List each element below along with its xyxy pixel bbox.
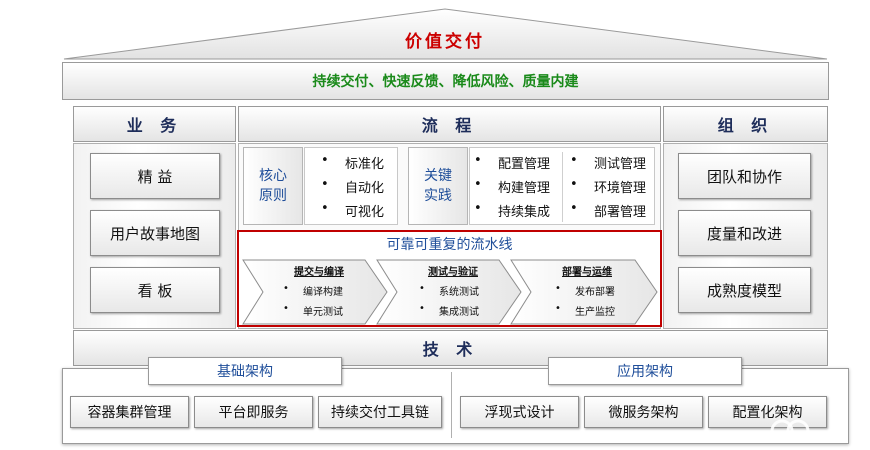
infrastructure-tab: 基础架构 bbox=[148, 357, 342, 385]
stage-title: 提交与编译 bbox=[294, 266, 344, 278]
stage-item: 发布部署 bbox=[555, 283, 615, 298]
banner-text: 持续交付、快速反馈、降低风险、质量内建 bbox=[312, 74, 579, 90]
process-header: 流 程 bbox=[238, 106, 661, 142]
practice-divider bbox=[562, 152, 563, 222]
watermark-logo bbox=[770, 419, 810, 443]
infra-item: 持续交付工具链 bbox=[318, 396, 442, 428]
stage-item: 单元测试 bbox=[283, 303, 343, 318]
foundation-divider bbox=[451, 372, 452, 438]
pipeline-title: 可靠可重复的流水线 bbox=[386, 237, 513, 253]
infra-item: 平台即服务 bbox=[194, 396, 313, 428]
stage-item: 编译构建 bbox=[283, 283, 343, 298]
principle-item: 标准化 bbox=[321, 153, 384, 172]
key-practices-label: 关键 实践 bbox=[408, 147, 468, 225]
stage-item: 集成测试 bbox=[419, 303, 479, 318]
stage-title: 测试与验证 bbox=[428, 266, 478, 278]
stage-title: 部署与运维 bbox=[562, 266, 612, 278]
app-item: 微服务架构 bbox=[584, 396, 703, 428]
key-practices-list: 配置管理 构建管理 持续集成 测试管理 环境管理 部署管理 bbox=[469, 147, 655, 225]
value-banner: 持续交付、快速反馈、降低风险、质量内建 bbox=[62, 62, 829, 100]
org-item-team: 团队和协作 bbox=[678, 153, 811, 199]
app-item: 配置化架构 bbox=[708, 396, 827, 428]
org-item-measure: 度量和改进 bbox=[678, 210, 811, 256]
org-item-maturity: 成熟度模型 bbox=[678, 267, 811, 313]
business-item-story-map: 用户故事地图 bbox=[90, 210, 220, 256]
infra-item: 容器集群管理 bbox=[70, 396, 189, 428]
pipeline-box: 可靠可重复的流水线 提交与编译 编译构建 单元测试 测试与验证 系统测试 集成测… bbox=[237, 230, 662, 327]
organization-header: 组 织 bbox=[663, 106, 828, 142]
business-header: 业 务 bbox=[73, 106, 236, 142]
roof: 价值交付 bbox=[62, 8, 829, 60]
app-item: 浮现式设计 bbox=[460, 396, 579, 428]
practice-item: 环境管理 bbox=[570, 177, 646, 196]
practice-item: 持续集成 bbox=[474, 201, 550, 220]
stage-item: 系统测试 bbox=[419, 283, 479, 298]
principle-item: 自动化 bbox=[321, 177, 384, 196]
practice-item: 构建管理 bbox=[474, 177, 550, 196]
business-item-kanban: 看 板 bbox=[90, 267, 220, 313]
roof-shape bbox=[63, 8, 828, 60]
stage-item: 生产监控 bbox=[555, 303, 615, 318]
practice-item: 测试管理 bbox=[570, 153, 646, 172]
business-item-lean: 精 益 bbox=[90, 153, 220, 199]
technology-header: 技 术 bbox=[73, 330, 828, 366]
practice-item: 配置管理 bbox=[474, 153, 550, 172]
core-principles-label: 核心 原则 bbox=[243, 147, 303, 225]
principle-item: 可视化 bbox=[321, 201, 384, 220]
core-principles-list: 标准化 自动化 可视化 bbox=[304, 147, 398, 225]
roof-title: 价值交付 bbox=[405, 31, 485, 52]
practice-item: 部署管理 bbox=[570, 201, 646, 220]
application-tab: 应用架构 bbox=[548, 357, 742, 385]
